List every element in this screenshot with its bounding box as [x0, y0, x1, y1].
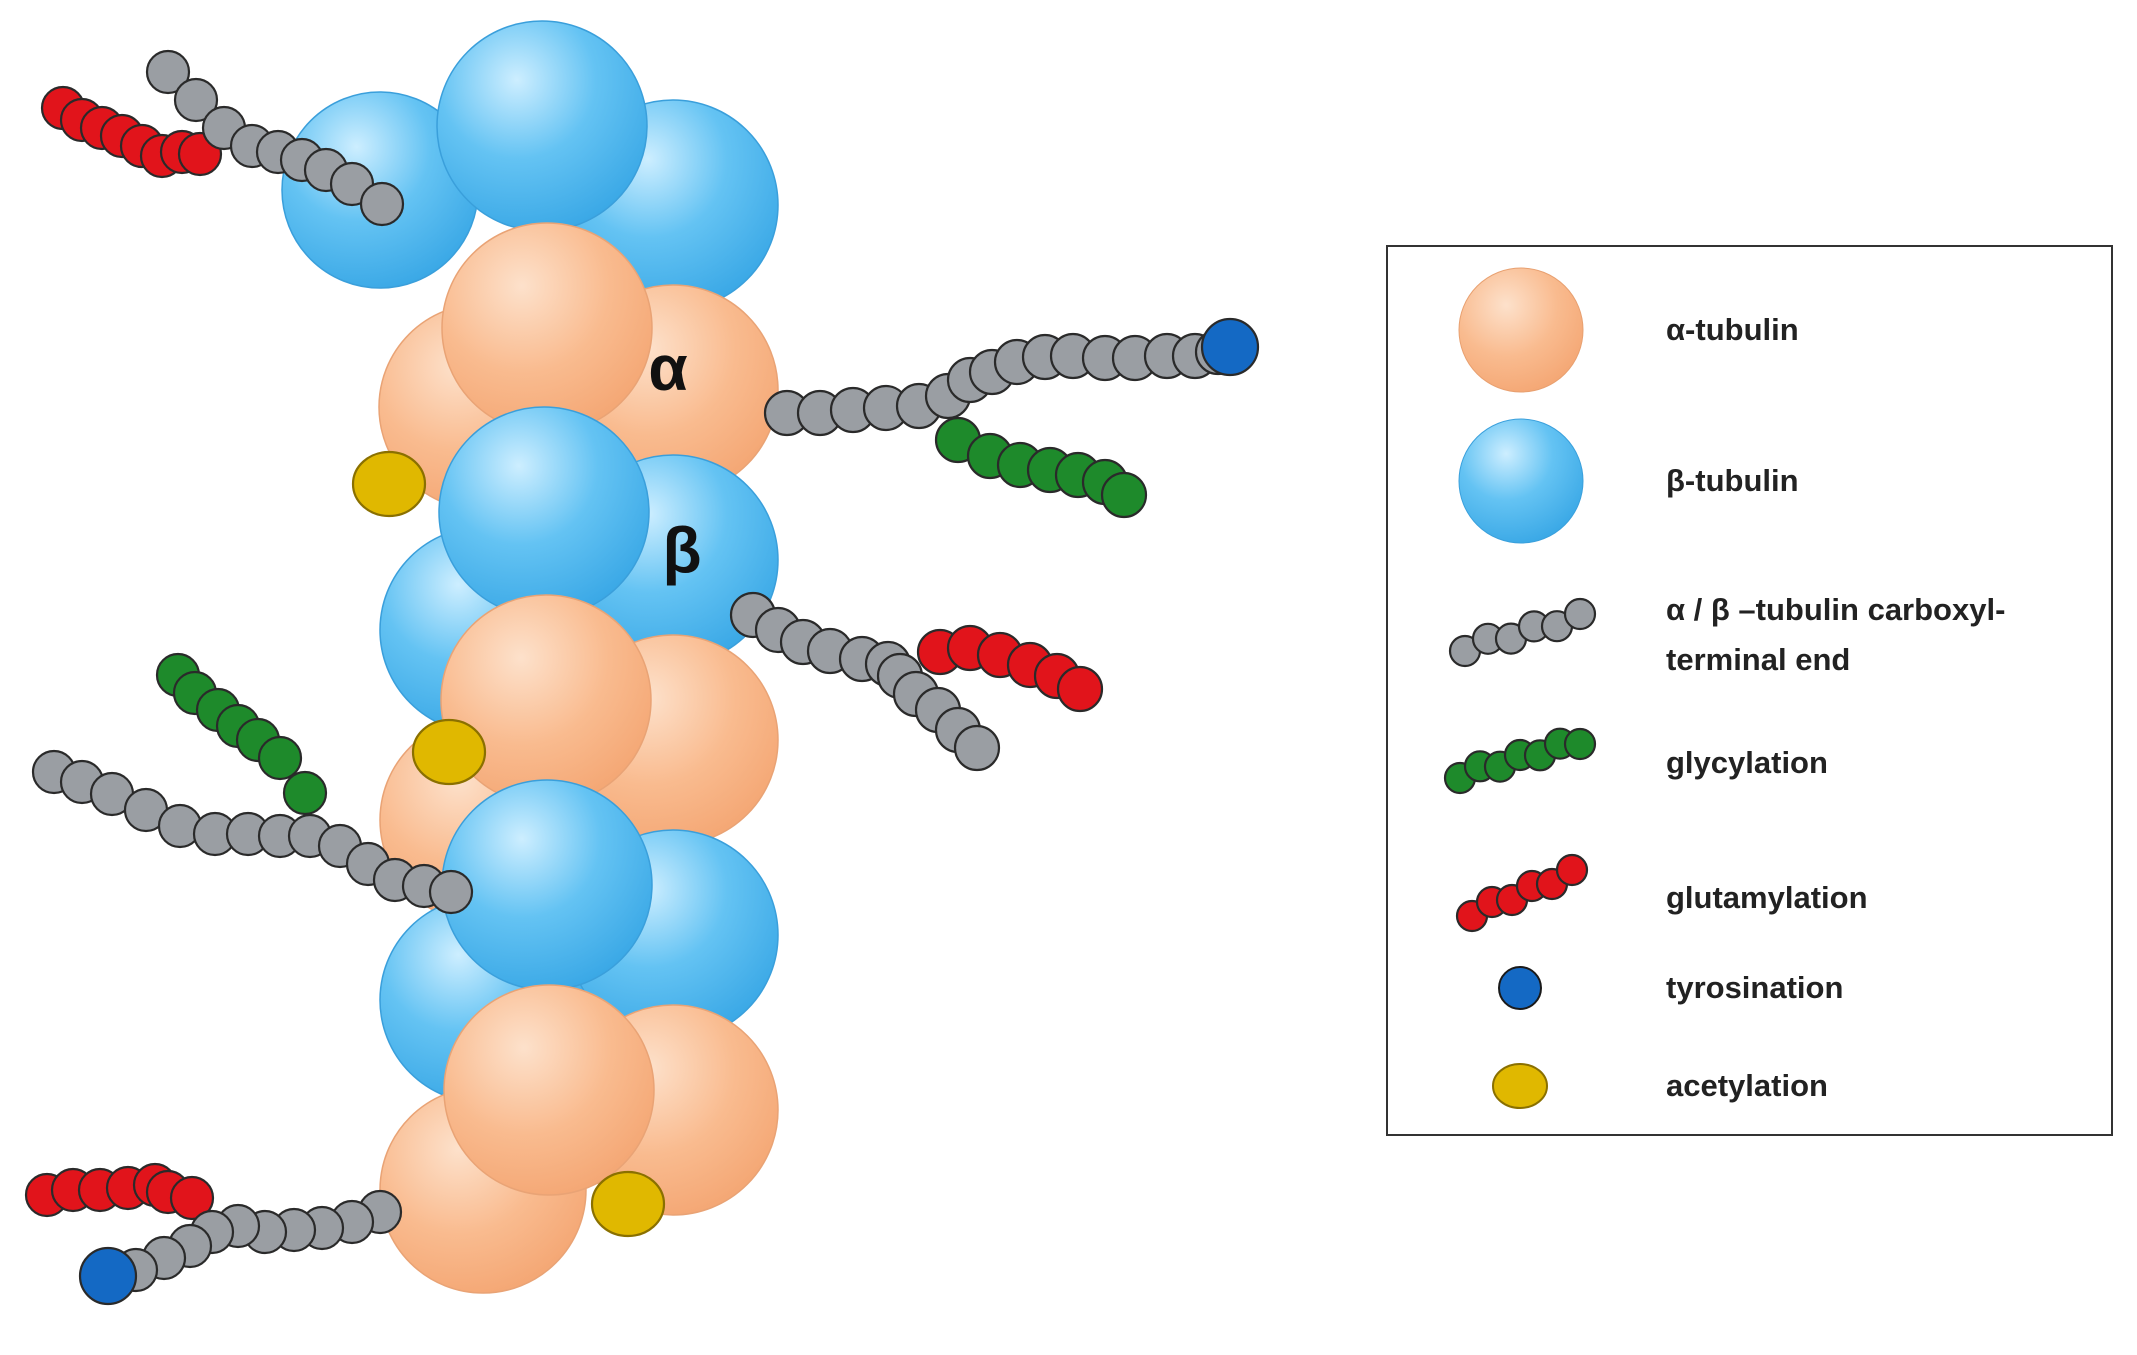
microtubule-subunits [281, 20, 779, 1294]
carboxyl-terminal-tail-bead [173, 77, 219, 123]
acetylation-mark [590, 1170, 666, 1238]
carboxyl-terminal-tail-bead [145, 49, 191, 95]
legend-tyrosination-label: tyrosination [1666, 970, 1843, 1005]
glutamylation-chain [40, 85, 223, 179]
beta-tubulin-subunit [436, 20, 648, 232]
legend-beta-tubulin-swatch [1458, 418, 1584, 544]
legend-acetylation-swatch [1492, 1063, 1548, 1109]
beta-tubulin-subunit [441, 779, 653, 991]
legend-carboxyl-bead-chain-bead [1563, 597, 1597, 631]
tyrosination-mark [78, 1246, 138, 1306]
legend-glycylation-label: glycylation [1666, 745, 1828, 780]
acetylation-mark [411, 718, 487, 786]
carboxyl-terminal-tails [24, 49, 1260, 1306]
beta-tubulin-subunit [438, 406, 650, 618]
glutamylation-chain-bead [169, 1175, 215, 1221]
legend-glycylation-swatch [1443, 727, 1597, 795]
legend-carboxyl-terminal-swatch [1448, 597, 1597, 668]
legend-acetylation-label: acetylation [1666, 1068, 1828, 1103]
legend-beta-tubulin-label: β-tubulin [1666, 463, 1799, 498]
alpha-tubulin-subunit [441, 222, 653, 434]
alpha-label: α [648, 332, 687, 404]
carboxyl-terminal-tail [113, 1189, 403, 1293]
glutamylation-chain-bead [1056, 665, 1104, 713]
legend-tyrosination-swatch [1498, 966, 1542, 1010]
carboxyl-terminal-tail-bead [359, 181, 405, 227]
legend-carboxyl-terminal-label-line1: α / β –tubulin carboxyl- [1666, 592, 2005, 627]
legend-glycylation-bead-chain [1443, 727, 1597, 795]
carboxyl-terminal-tail [31, 749, 474, 915]
tyrosination-mark [1200, 317, 1260, 377]
acetylation-marks [351, 450, 666, 1238]
glycylation-chain [155, 652, 328, 816]
glycylation-chain-bead [257, 735, 303, 781]
legend-carboxyl-terminal-label-line2: terminal end [1666, 642, 1850, 677]
beta-label: β [662, 514, 701, 586]
glutamylation-chain [24, 1162, 215, 1221]
glycylation-chain-bead [282, 770, 328, 816]
carboxyl-terminal-tail-bead [428, 869, 474, 915]
glutamylation-chain [916, 624, 1104, 713]
legend-glycylation-bead-chain-bead [1563, 727, 1597, 761]
carboxyl-terminal-tail [763, 328, 1242, 437]
alpha-tubulin-subunit [443, 984, 655, 1196]
legend-alpha-tubulin-swatch [1458, 267, 1584, 393]
legend-glutamylation-swatch [1455, 853, 1589, 933]
legend-carboxyl-bead-chain [1448, 597, 1597, 668]
carboxyl-terminal-tail-bead [953, 724, 1001, 772]
legend-glutamylation-bead-chain [1455, 853, 1589, 933]
legend-glutamylation-bead-chain-bead [1555, 853, 1589, 887]
carboxyl-terminal-tail [145, 49, 405, 227]
glycylation-chain-bead [1100, 471, 1148, 519]
acetylation-mark [351, 450, 427, 518]
glycylation-chain [934, 416, 1148, 519]
legend-glutamylation-label: glutamylation [1666, 880, 1868, 915]
legend-alpha-tubulin-label: α-tubulin [1666, 312, 1799, 347]
legend: α-tubulin β-tubulin α / β –tubulin carbo… [1386, 245, 2113, 1136]
carboxyl-terminal-tail [729, 591, 1001, 772]
